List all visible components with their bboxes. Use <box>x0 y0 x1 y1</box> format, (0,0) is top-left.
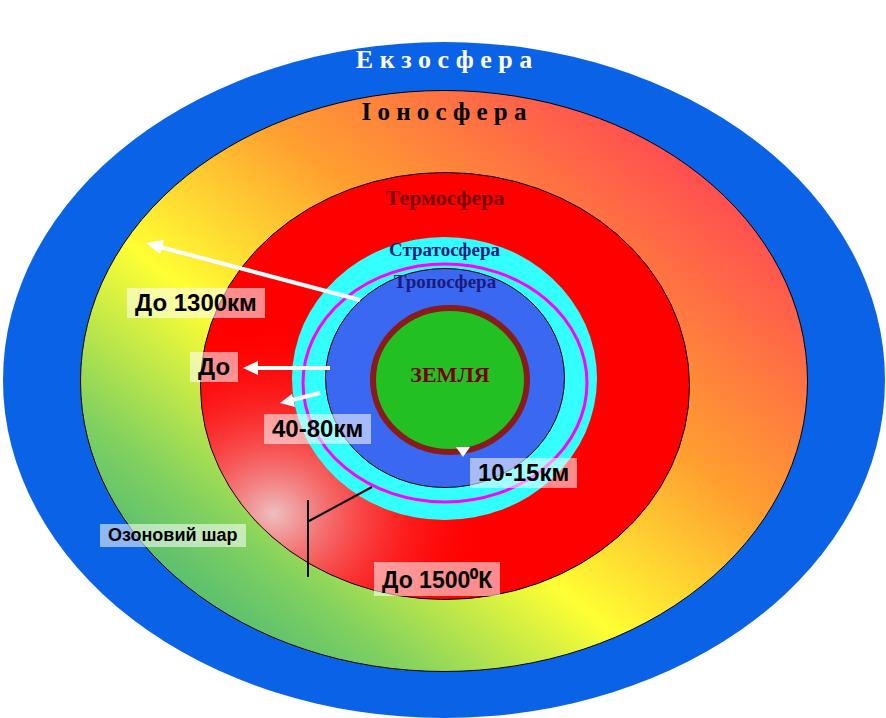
troposphere-band: ТропосфераЗЕМЛЯ <box>325 268 565 488</box>
layer-name: І о н о с ф е р а <box>80 98 808 126</box>
earth-circle: ЗЕМЛЯ <box>370 305 530 455</box>
dimension-label: До <box>190 352 238 382</box>
dimension-label: 40-80км <box>264 414 371 444</box>
white-arrows <box>146 240 470 457</box>
layer-name: Термосфера <box>200 186 690 210</box>
dimension-label: До 1300км <box>127 288 265 318</box>
dimension-label: До 1500⁰К <box>374 562 500 596</box>
dimension-label: Озоновий шар <box>100 524 246 547</box>
layer-name: Стратосфера <box>292 240 597 261</box>
ozone-leader <box>308 487 372 577</box>
layer-name: Е к з о с ф е р а <box>3 46 885 75</box>
thermosphere-band: ТермосфераСтратосфераТропосфераЗЕМЛЯ <box>200 172 690 600</box>
ozone-ring <box>303 264 587 502</box>
exosphere-band: Е к з о с ф е р а І о н о с ф е р а Термос… <box>3 42 885 718</box>
dimension-label: 10-15км <box>470 458 577 488</box>
layer-name: ЗЕМЛЯ <box>370 363 530 387</box>
layer-name: Тропосфера <box>325 272 565 293</box>
